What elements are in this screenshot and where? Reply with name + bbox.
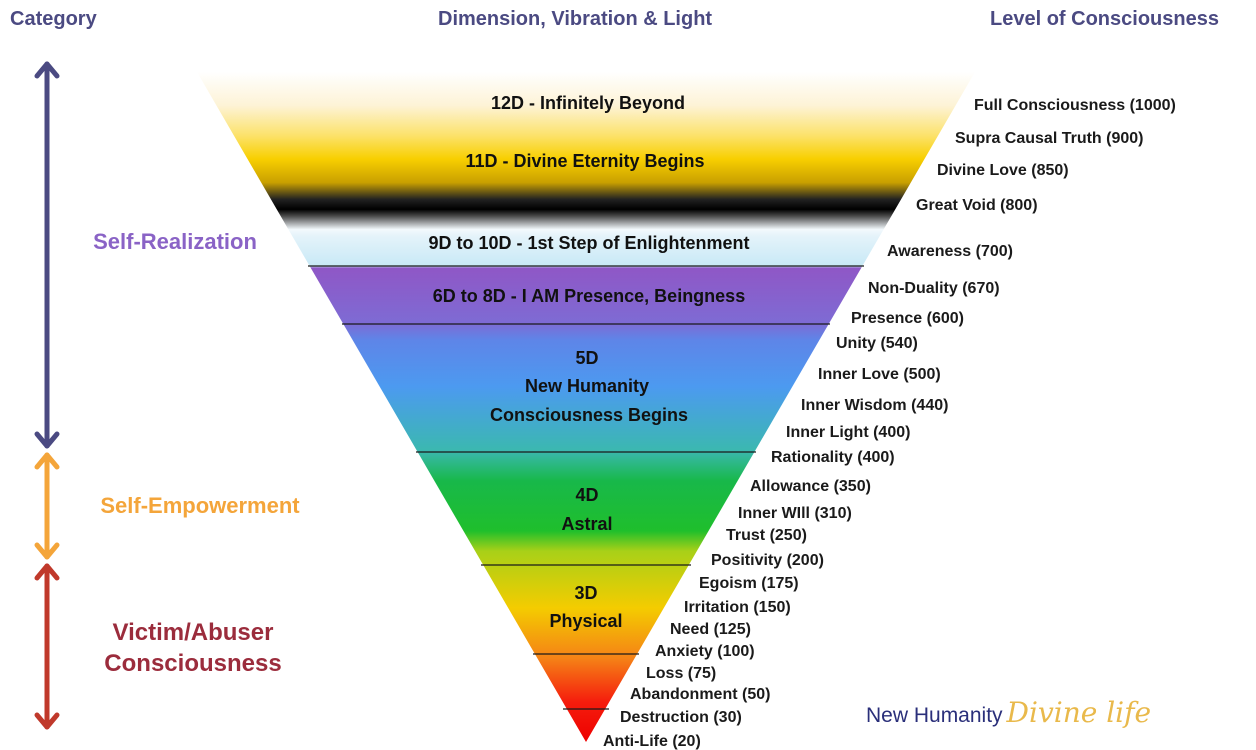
level-item: Inner Wisdom (440) xyxy=(801,397,948,414)
category-victim-line-2: Consciousness xyxy=(104,650,282,677)
band-4d-subtitle: Astral xyxy=(561,514,612,534)
level-item: Great Void (800) xyxy=(916,197,1038,214)
band-12d: 12D - Infinitely Beyond xyxy=(491,93,685,113)
level-item: Divine Love (850) xyxy=(937,162,1069,179)
level-item: Inner Light (400) xyxy=(786,424,910,441)
header-dimension: Dimension, Vibration & Light xyxy=(438,8,713,30)
level-item: Full Consciousness (1000) xyxy=(974,97,1176,114)
level-item: Abandonment (50) xyxy=(630,686,770,703)
level-item: Rationality (400) xyxy=(771,449,895,466)
category-victim-line-1: Victim/Abuser xyxy=(112,619,274,646)
consciousness-levels: Full Consciousness (1000) Supra Causal T… xyxy=(603,97,1176,750)
band-dividers xyxy=(308,265,864,710)
self-realization-arrow xyxy=(34,61,60,449)
level-item: Unity (540) xyxy=(836,335,918,352)
level-item: Non-Duality (670) xyxy=(868,280,1000,297)
level-item: Presence (600) xyxy=(851,310,964,327)
header-level-of-consciousness: Level of Consciousness xyxy=(990,8,1219,30)
inverted-pyramid xyxy=(197,72,975,742)
level-item: Positivity (200) xyxy=(711,552,824,569)
logo-script: Divine life xyxy=(1006,696,1152,729)
level-item: Egoism (175) xyxy=(699,575,799,592)
level-item: Inner Love (500) xyxy=(818,366,941,383)
band-3d-subtitle: Physical xyxy=(549,611,622,631)
level-item: Allowance (350) xyxy=(750,478,871,495)
band-5d-subtitle-2: Consciousness Begins xyxy=(490,405,688,425)
level-item: Anxiety (100) xyxy=(655,643,755,660)
band-6d-8d: 6D to 8D - I AM Presence, Beingness xyxy=(433,286,745,306)
header-category: Category xyxy=(10,8,97,30)
level-item: Destruction (30) xyxy=(620,709,742,726)
level-item: Trust (250) xyxy=(726,527,807,544)
level-item: Supra Causal Truth (900) xyxy=(955,130,1144,147)
category-self-realization: Self-Realization xyxy=(93,229,257,254)
level-item: Need (125) xyxy=(670,621,751,638)
level-item: Anti-Life (20) xyxy=(603,733,701,750)
band-3d-title: 3D xyxy=(574,583,597,603)
category-self-empowerment: Self-Empowerment xyxy=(100,493,300,518)
band-11d: 11D - Divine Eternity Begins xyxy=(465,151,704,171)
category-victim-abuser: Victim/Abuser Consciousness xyxy=(68,617,318,679)
level-item: Inner WIll (310) xyxy=(738,505,852,522)
logo-wordmark: New Humanity xyxy=(866,704,1003,727)
level-item: Irritation (150) xyxy=(684,599,791,616)
band-5d-subtitle: New Humanity xyxy=(525,376,649,396)
self-empowerment-arrow xyxy=(34,452,60,560)
dimension-band-labels: 12D - Infinitely Beyond 11D - Divine Ete… xyxy=(428,93,749,631)
band-9d-10d: 9D to 10D - 1st Step of Enlightenment xyxy=(428,233,749,253)
band-5d-title: 5D xyxy=(575,348,598,368)
victim-abuser-arrow xyxy=(34,563,60,730)
level-item: Awareness (700) xyxy=(887,243,1013,260)
band-4d-title: 4D xyxy=(575,485,598,505)
level-item: Loss (75) xyxy=(646,665,716,682)
